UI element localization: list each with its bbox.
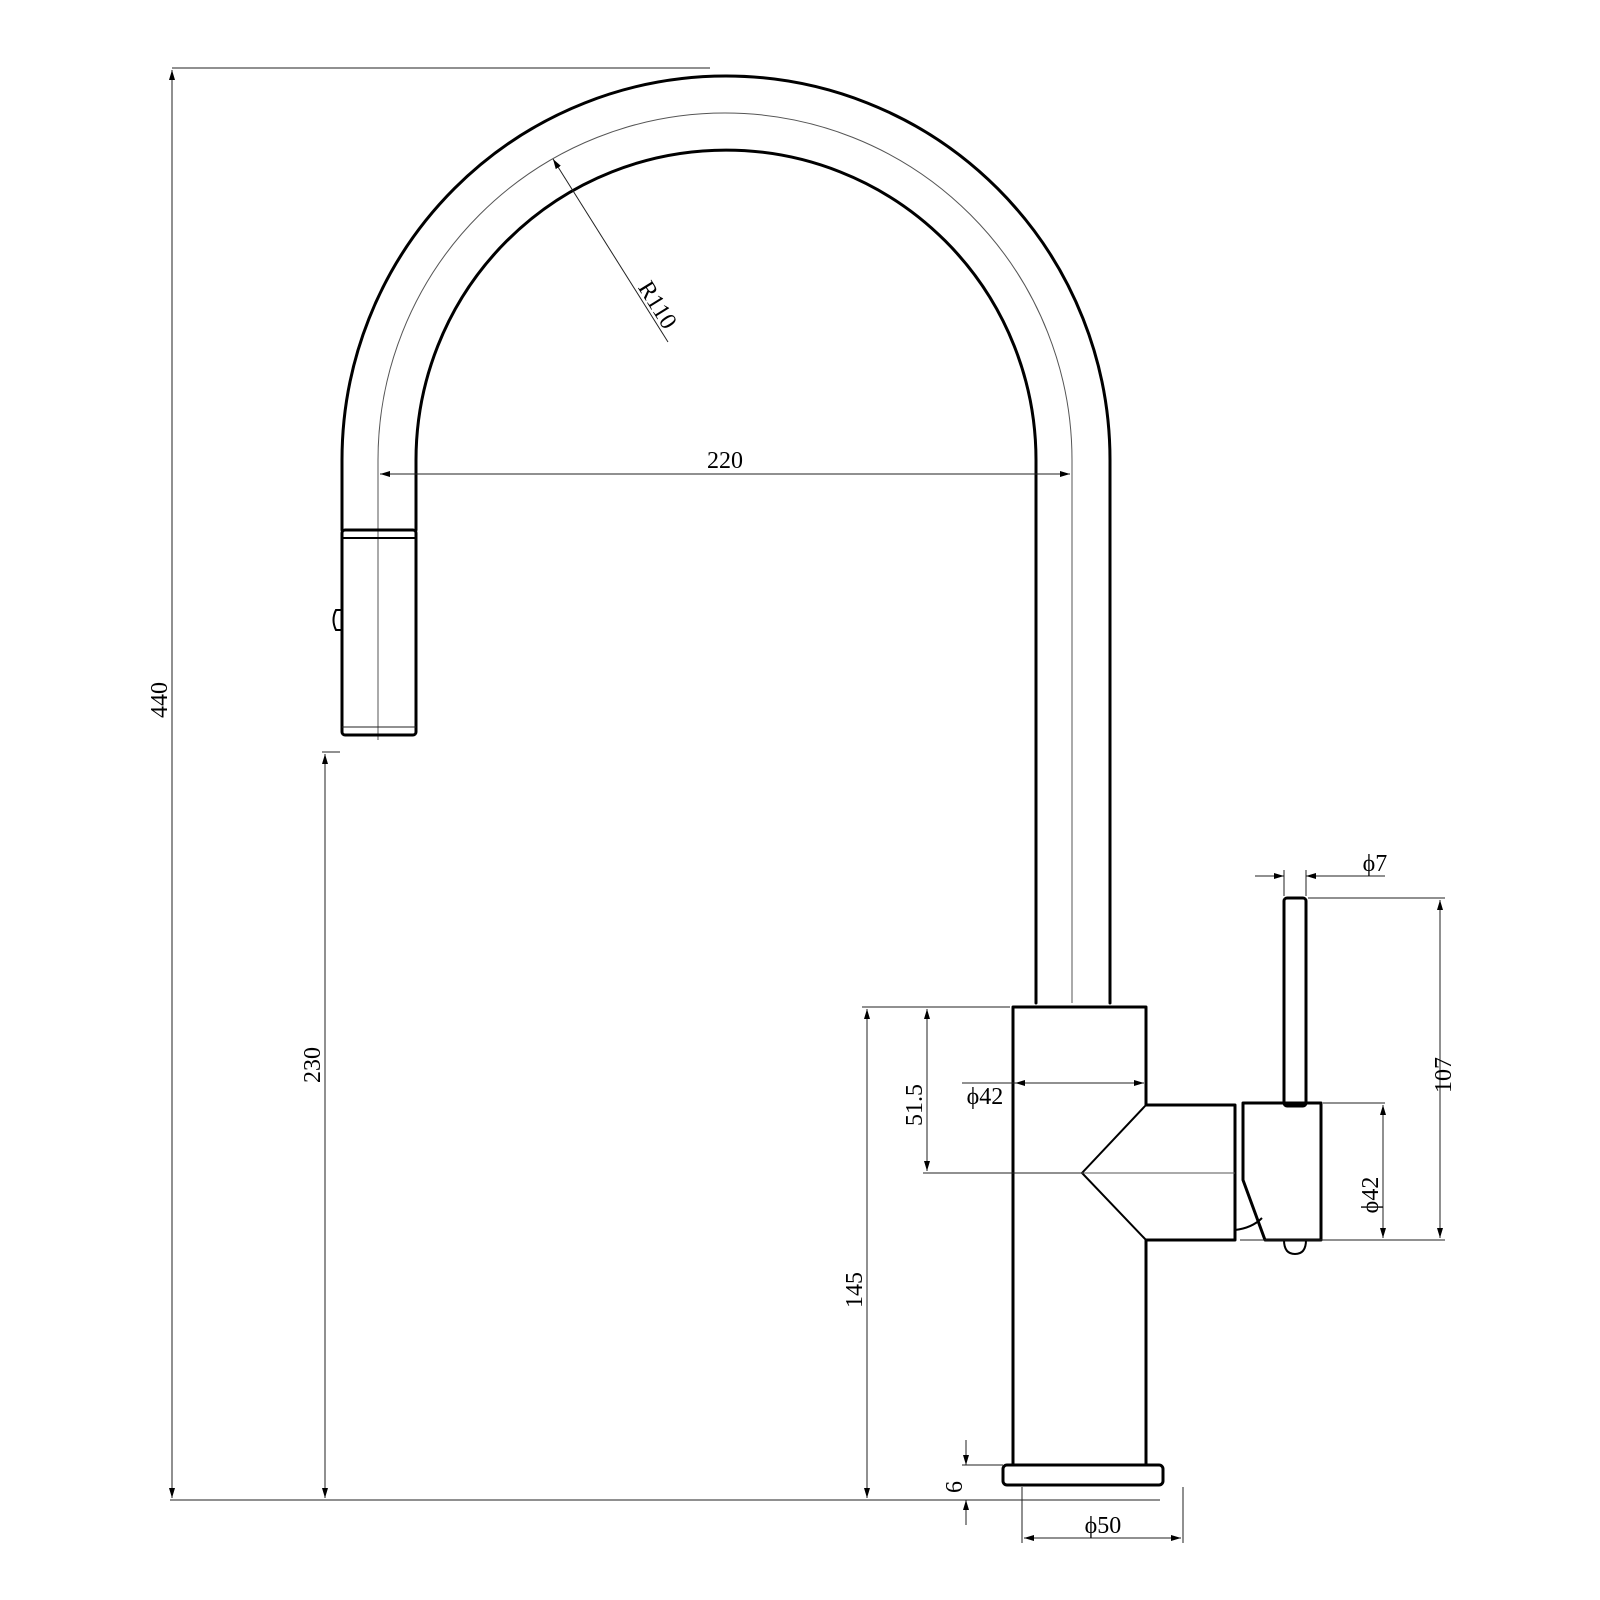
label-handle-axis: 51.5 (902, 1084, 928, 1126)
label-body-height: 145 (842, 1272, 868, 1308)
base-plate-outline (1001, 1463, 1165, 1487)
faucet-body (1011, 1005, 1263, 1467)
spray-head-body (340, 528, 418, 737)
body-outline (1011, 1005, 1237, 1467)
spray-button-icon (332, 609, 342, 631)
spout-centerline (377, 112, 1073, 1003)
dimension-lines (169, 67, 1445, 1543)
label-base-diameter: ϕ50 (1085, 1513, 1122, 1539)
label-base-thickness: 6 (942, 1481, 968, 1493)
spout-outer-edge (340, 74, 1112, 1005)
handle-cartridge (1241, 1101, 1323, 1242)
spout-gooseneck (340, 74, 1112, 1005)
label-handle-diameter: ϕ42 (1358, 1177, 1384, 1214)
label-body-diameter: ϕ42 (967, 1084, 1004, 1110)
label-spout-reach: 220 (707, 448, 743, 474)
spout-inner-edge (414, 148, 1038, 1005)
lever-rod (1282, 896, 1308, 1108)
base-plate (170, 1463, 1165, 1501)
handle-joint (1234, 1217, 1263, 1231)
label-overall-height: 440 (147, 682, 173, 718)
handle-knob (1283, 1239, 1307, 1256)
handle-assembly (1241, 896, 1323, 1256)
label-arc-radius: R110 (632, 277, 681, 334)
dim-line-arc-radius (552, 158, 669, 343)
label-lever-diameter: ϕ7 (1363, 851, 1388, 877)
label-lever-height: 107 (1431, 1057, 1457, 1093)
label-outlet-height: 230 (300, 1047, 326, 1083)
spray-head (332, 528, 418, 737)
